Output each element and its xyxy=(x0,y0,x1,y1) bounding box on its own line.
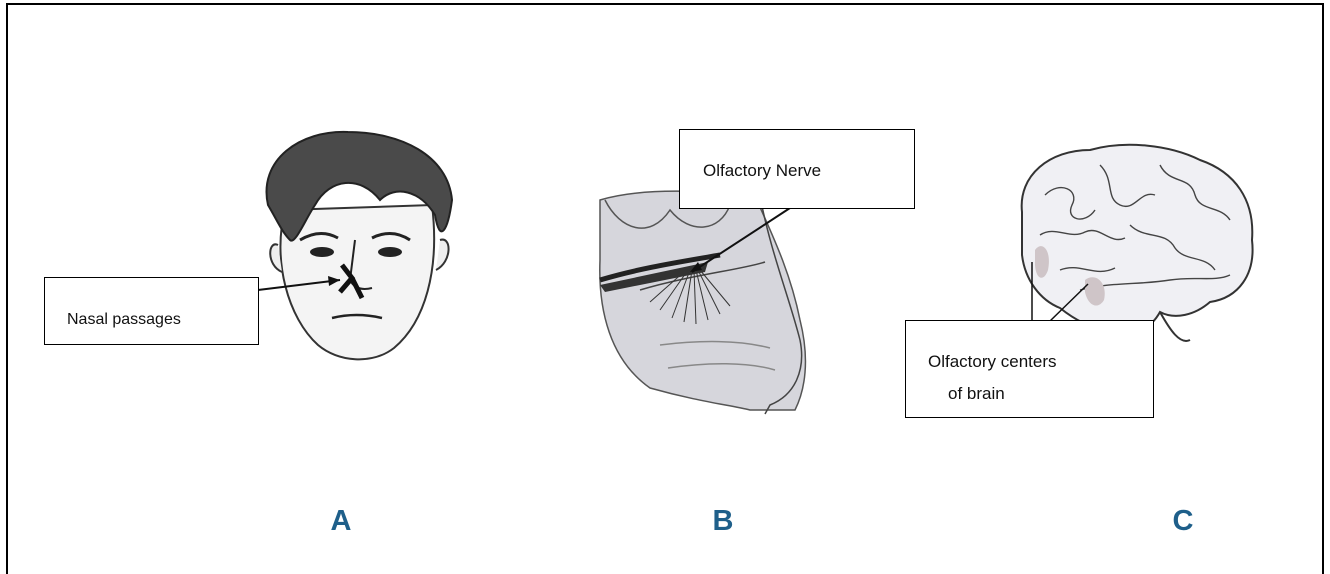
panel-letter-a: A xyxy=(321,505,361,538)
olfactory-nerve-label: Olfactory Nerve xyxy=(703,161,821,181)
olfactory-centers-callout: Olfactory centers of brain xyxy=(905,320,1154,418)
olfactory-centers-label-line1: Olfactory centers xyxy=(928,352,1057,372)
nasal-passages-callout: Nasal passages xyxy=(44,277,259,345)
olfactory-nerve-illustration xyxy=(600,191,806,414)
olfactory-centers-label-line2: of brain xyxy=(948,384,1005,404)
brain-illustration xyxy=(1022,145,1253,341)
olfactory-nerve-callout: Olfactory Nerve xyxy=(679,129,915,209)
face-illustration xyxy=(258,132,452,359)
nasal-passages-label: Nasal passages xyxy=(67,311,181,329)
panel-letter-c: C xyxy=(1163,505,1203,538)
panel-letter-b: B xyxy=(703,505,743,538)
